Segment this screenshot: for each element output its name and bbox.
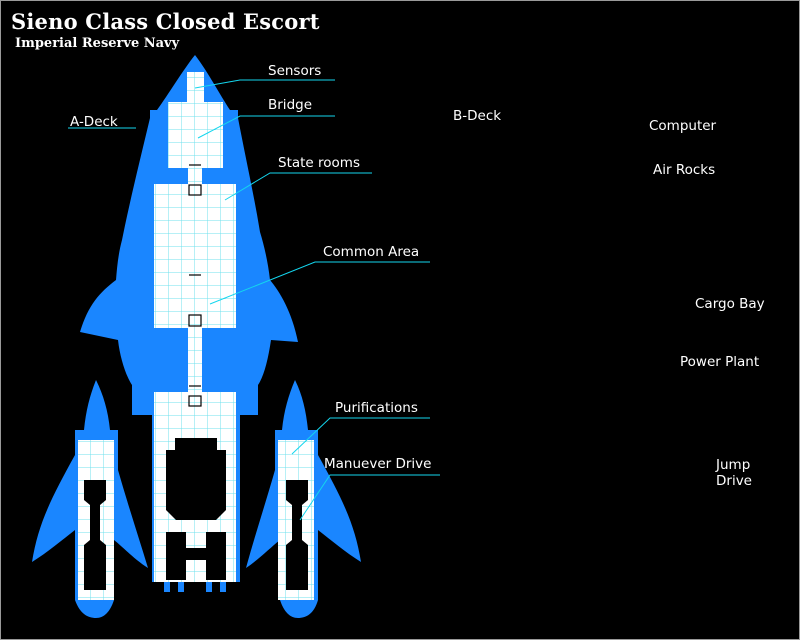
a-deck-machinery <box>84 438 308 590</box>
bridge-label: Bridge <box>268 97 313 113</box>
jump-drive-label-line2: Drive <box>716 473 752 489</box>
a-deck-hatches <box>188 184 202 407</box>
state-rooms-label: State rooms <box>278 155 360 171</box>
cargo-bay-label: Cargo Bay <box>695 296 765 312</box>
air-locks-label: Air Rocks <box>653 162 716 178</box>
sensors-label: Sensors <box>268 63 322 79</box>
a-deck-hull <box>32 55 361 618</box>
a-deck-leaders <box>68 79 440 521</box>
b-deck-label: B-Deck <box>453 108 502 124</box>
diagram-title: Sieno Class Closed Escort <box>11 9 320 34</box>
common-area-label: Common Area <box>323 244 420 260</box>
jump-drive-label-line1: Jump <box>716 457 751 473</box>
diagram-subtitle: Imperial Reserve Navy <box>15 36 180 51</box>
purifications-label: Purifications <box>335 400 418 416</box>
maneuver-drive-label: Manuever Drive <box>324 456 432 472</box>
power-plant-label: Power Plant <box>680 354 760 370</box>
computer-label: Computer <box>649 118 717 134</box>
a-deck-plan <box>32 55 440 618</box>
a-deck-door-marks <box>189 164 201 387</box>
a-deck-label: A-Deck <box>70 114 118 130</box>
